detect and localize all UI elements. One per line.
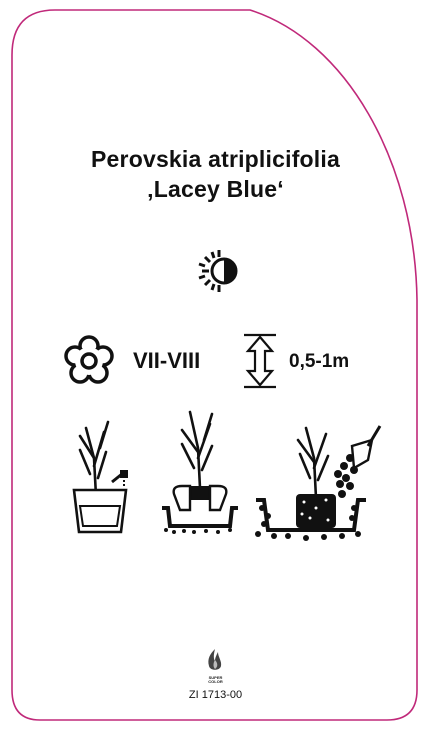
plant-fill-soil-icon bbox=[255, 425, 382, 541]
plant-in-bucket-icon bbox=[72, 420, 128, 534]
plant-name: Perovskia atriplicifolia bbox=[91, 146, 340, 172]
plant-in-hole-icon bbox=[162, 410, 238, 534]
product-code: ZI 1713-00 bbox=[188, 689, 243, 701]
logo-text-color: COLOR bbox=[208, 679, 223, 684]
flame-logo-icon bbox=[208, 649, 222, 670]
sun-half-shade-icon bbox=[198, 250, 238, 292]
bloom-period: VII-VIII bbox=[133, 348, 201, 373]
height-arrow-icon bbox=[244, 333, 276, 389]
flower-outline-icon bbox=[64, 335, 114, 384]
cultivar-name: ‚Lacey Blue‘ bbox=[147, 176, 284, 202]
logo-text-super: SUPER bbox=[208, 675, 223, 680]
plant-height: 0,5-1m bbox=[289, 351, 350, 372]
